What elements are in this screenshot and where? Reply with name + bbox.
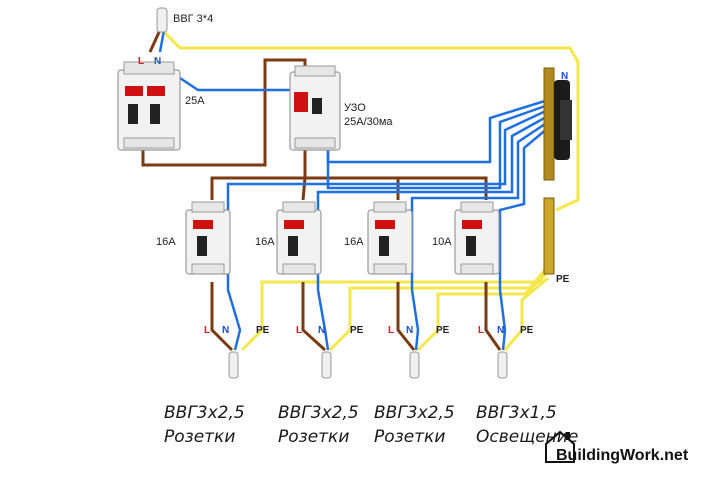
main-breaker-label-1 xyxy=(125,86,143,96)
neutral-busbar xyxy=(543,67,572,181)
neutral-bus-label: N xyxy=(561,71,568,82)
neutral-input-wire xyxy=(158,29,166,53)
neutral-bus-holder-tab xyxy=(560,100,572,140)
rcd-device xyxy=(289,65,341,151)
breaker-4-rating: 10A xyxy=(432,236,452,248)
branch-breaker-2 xyxy=(276,201,322,275)
cable-caption-1: ВВГ3х2,5 xyxy=(164,403,245,423)
earth-main-wire xyxy=(160,28,580,212)
earth-wires xyxy=(160,28,580,352)
main-breaker-top xyxy=(123,61,175,75)
breaker-4-label-l: L xyxy=(478,325,484,336)
main-breaker xyxy=(117,61,181,151)
watermark-logo: BuildingWork.net xyxy=(545,430,689,464)
rcd-top xyxy=(294,65,336,77)
phase-rcd-to-bus xyxy=(210,150,307,200)
branch-breaker-1 xyxy=(185,201,231,275)
breaker-4-label-pe: PE xyxy=(520,325,534,336)
watermark-text: BuildingWork.net xyxy=(556,447,689,464)
earth-busbar xyxy=(543,197,555,275)
branch-breaker-4 xyxy=(454,201,500,275)
main-breaker-lever-1 xyxy=(128,104,138,124)
main-breaker-bottom xyxy=(123,137,175,149)
breaker-2-rating: 16A xyxy=(255,236,275,248)
neutral-bus-strip xyxy=(543,67,555,181)
purpose-caption-1: Розетки xyxy=(164,427,235,447)
phase-out-1 xyxy=(210,282,234,352)
input-cable-label: ВВГ 3*4 xyxy=(173,13,213,25)
output-sleeves xyxy=(228,351,508,379)
rcd-lever xyxy=(312,98,322,114)
rcd-label: УЗО xyxy=(344,102,366,114)
cable-caption-2: ВВГ3х2,5 xyxy=(278,403,359,423)
phase-input-wire xyxy=(148,29,162,53)
cable-caption-4: ВВГ3х1,5 xyxy=(476,403,557,423)
neutral-branch-1 xyxy=(226,108,549,351)
breaker-1-label-pe: PE xyxy=(256,325,270,336)
breaker-2-label-n: N xyxy=(318,325,325,336)
phase-tap-2 xyxy=(301,177,307,201)
earth-bus-strip xyxy=(543,197,555,275)
earth-branch-2 xyxy=(328,265,550,352)
main-breaker-label-2 xyxy=(147,86,165,96)
rcd-rating: 25А/30ма xyxy=(344,116,393,128)
input-cable xyxy=(156,7,168,33)
branch-breaker-3 xyxy=(367,201,413,275)
breaker-3-label-n: N xyxy=(406,325,413,336)
neutral-branch-4 xyxy=(498,127,549,351)
house-chimney-icon xyxy=(566,432,570,440)
output-sleeve-3 xyxy=(409,351,420,379)
earth-bus-label: PE xyxy=(556,274,570,285)
breaker-1-label-n: N xyxy=(222,325,229,336)
phase-main-to-rcd xyxy=(141,58,307,167)
breaker-4-label-n: N xyxy=(497,325,504,336)
rcd-bottom xyxy=(294,137,336,149)
purpose-caption-2: Розетки xyxy=(278,427,349,447)
breaker-2-label-l: L xyxy=(296,325,302,336)
input-label-l: L xyxy=(138,56,144,67)
neutral-wires xyxy=(158,29,549,351)
input-cable-sleeve xyxy=(156,7,168,33)
output-sleeve-4 xyxy=(497,351,508,379)
neutral-rcd-out xyxy=(326,103,549,190)
breaker-3-rating: 16A xyxy=(344,236,364,248)
phase-out-4 xyxy=(484,282,502,351)
purpose-caption-4: Освещение xyxy=(476,427,578,447)
breaker-2-label-pe: PE xyxy=(350,325,364,336)
rcd-label xyxy=(294,92,308,112)
breaker-1-label-l: L xyxy=(204,325,210,336)
neutral-branch-2 xyxy=(316,114,549,351)
output-sleeve-2 xyxy=(321,351,332,379)
breaker-3-label-l: L xyxy=(388,325,394,336)
output-sleeve-1 xyxy=(228,351,239,379)
breaker-3-label-pe: PE xyxy=(436,325,450,336)
breaker-1-rating: 16A xyxy=(156,236,176,248)
phase-out-2 xyxy=(301,282,327,352)
purpose-caption-3: Розетки xyxy=(374,427,445,447)
earth-branch-4 xyxy=(503,276,549,351)
input-label-n: N xyxy=(154,56,161,67)
main-breaker-rating: 25A xyxy=(185,95,205,107)
cable-caption-3: ВВГ3х2,5 xyxy=(374,403,455,423)
earth-branch-3 xyxy=(416,270,550,352)
main-breaker-lever-2 xyxy=(150,104,160,124)
neutral-branch-3 xyxy=(410,120,549,351)
phase-out-3 xyxy=(396,282,416,351)
